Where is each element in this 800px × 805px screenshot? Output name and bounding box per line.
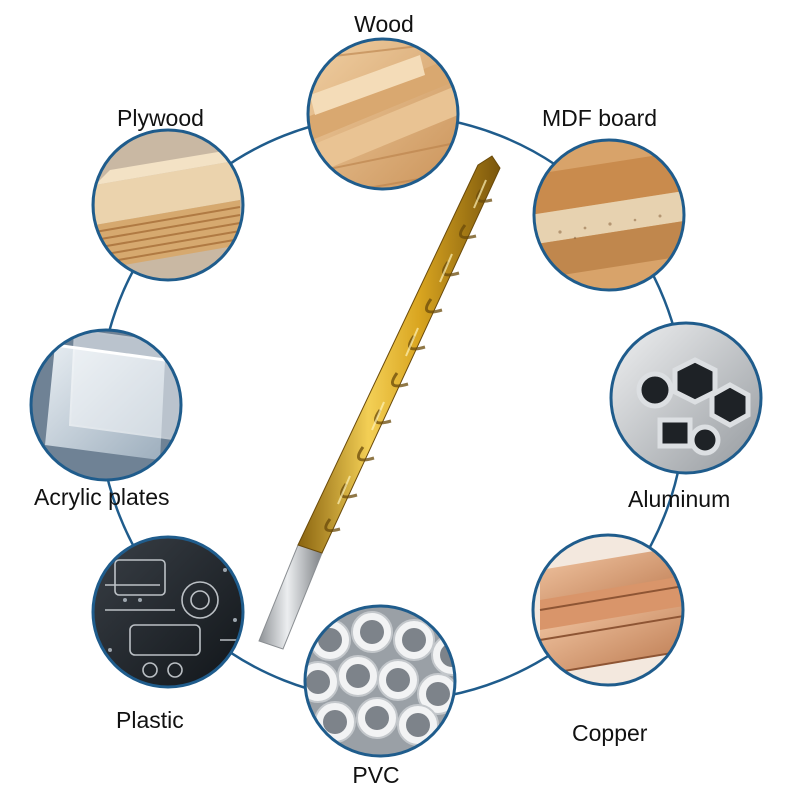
copper-icon <box>531 533 685 687</box>
mdf-icon <box>532 138 686 292</box>
plastic-icon <box>91 535 245 689</box>
drill-bit-icon <box>258 155 501 650</box>
label-plastic: Plastic <box>116 707 184 733</box>
label-copper: Copper <box>572 720 648 746</box>
label-acrylic: Acrylic plates <box>34 484 170 510</box>
label-mdf: MDF board <box>542 105 658 131</box>
label-pvc: PVC <box>352 762 400 788</box>
acrylic-icon <box>29 328 183 482</box>
label-plywood: Plywood <box>117 105 204 131</box>
aluminum-icon <box>609 321 763 475</box>
label-wood: Wood <box>354 11 414 37</box>
wood-icon <box>306 37 460 191</box>
plywood-icon <box>91 128 245 282</box>
pvc-icon <box>303 604 457 758</box>
label-aluminum: Aluminum <box>628 486 731 512</box>
